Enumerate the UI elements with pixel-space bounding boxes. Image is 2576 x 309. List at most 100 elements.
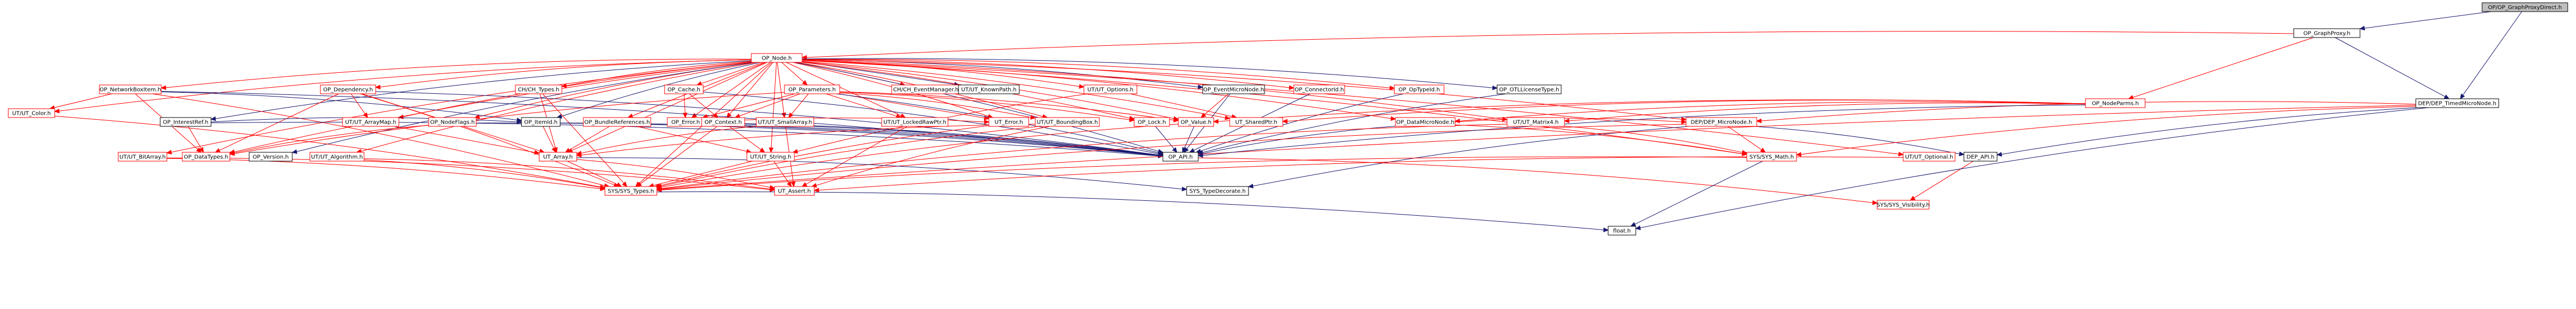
node-box: [751, 53, 803, 63]
edges-layer: [49, 11, 2522, 232]
node-string[interactable]: UT/UT_String.h: [746, 152, 795, 162]
node-algo[interactable]: UT/UT_Algorithm.h: [309, 152, 365, 162]
node-options[interactable]: UT/UT_Options.h: [1083, 84, 1137, 94]
node-otl[interactable]: OP_OTLLicenseType.h: [1497, 84, 1562, 94]
node-label: OP_GraphProxy.h: [2303, 31, 2350, 37]
node-depapi[interactable]: DEP_API.h: [1963, 152, 1998, 162]
node-cht[interactable]: CH/CH_Types.h: [515, 84, 562, 94]
node-box: [309, 152, 365, 162]
edge-params-to-bbox: [839, 92, 1036, 120]
node-lock[interactable]: OP_Lock.h: [1134, 117, 1170, 127]
node-evmn[interactable]: OP_EventMicroNode.h: [1202, 84, 1265, 94]
node-label: OP_ItemId.h: [524, 120, 557, 126]
node-box: [604, 186, 657, 196]
edge-cache-to-operr: [682, 93, 688, 119]
edge-line: [1204, 93, 1229, 115]
node-assert[interactable]: UT_Assert.h: [774, 186, 815, 196]
node-box: [774, 186, 815, 196]
node-box: [664, 84, 704, 94]
node-box: [1685, 117, 1757, 127]
node-box: [1608, 226, 1636, 236]
node-arraymap[interactable]: UT/UT_ArrayMap.h: [342, 117, 399, 127]
edge-line: [59, 59, 752, 111]
edge-line: [1800, 106, 2416, 155]
nodes-layer: OP/OP_GraphProxyDirect.hOP_GraphProxy.hD…: [8, 2, 2568, 236]
node-params[interactable]: OP_Parameters.h: [784, 84, 840, 94]
node-gp[interactable]: OP_GraphProxy.h: [2293, 28, 2361, 38]
node-bitarr[interactable]: UT/UT_BitArray.h: [118, 152, 167, 162]
edge-line: [839, 93, 985, 119]
node-opapi[interactable]: OP_API.h: [1162, 152, 1199, 162]
node-box: [1202, 84, 1265, 94]
edge-small-to-array: [576, 126, 757, 156]
edge-arrowhead: [1158, 152, 1164, 158]
node-value[interactable]: OP_Value.h: [1178, 117, 1214, 127]
edge-line: [703, 92, 1159, 154]
edge-line: [542, 126, 554, 149]
node-version[interactable]: OP_Version.h: [249, 152, 293, 162]
edge-opnp-to-datamn: [1454, 101, 2086, 124]
node-chev[interactable]: CH/CH_EventManager.h: [891, 84, 961, 94]
node-label: OP_Node.h: [762, 56, 792, 62]
node-uterr[interactable]: UT_Error.h: [988, 117, 1029, 127]
node-itemid[interactable]: OP_ItemId.h: [521, 117, 561, 127]
node-shared[interactable]: UT_SharedPtr.h: [1229, 117, 1283, 127]
node-mat4[interactable]: UT/UT_Matrix4.h: [1506, 117, 1565, 127]
node-netbox[interactable]: OP_NetworkBoxItem.h: [99, 84, 162, 94]
node-known[interactable]: UT/UT_KnownPath.h: [958, 84, 1020, 94]
edge-line: [802, 60, 1743, 154]
node-dep[interactable]: OP_Dependency.h: [320, 84, 376, 94]
node-connid[interactable]: OP_ConnectorId.h: [1293, 84, 1345, 94]
node-micro[interactable]: DEP/DEP_MicroNode.h: [1685, 117, 1757, 127]
node-interest[interactable]: OP_InterestRef.h: [160, 117, 212, 127]
edge-arrowhead: [1189, 148, 1195, 153]
edge-arrowhead: [1282, 119, 1288, 124]
node-sysmath[interactable]: SYS/SYS_Math.h: [1746, 152, 1797, 162]
node-label: OP_InterestRef.h: [163, 120, 208, 126]
edge-line: [364, 158, 771, 190]
node-optional[interactable]: UT/UT_Optional.h: [1903, 152, 1956, 162]
node-color[interactable]: UT/UT_Color.h: [8, 108, 55, 118]
edge-line: [581, 124, 1036, 156]
node-box: [1497, 84, 1562, 94]
node-optype[interactable]: OP_OpTypeId.h: [1394, 84, 1445, 94]
node-opnp[interactable]: OP_NodeParms.h: [2085, 98, 2146, 108]
node-bundle[interactable]: OP_BundleReferences.h: [583, 117, 651, 127]
node-dtm[interactable]: DEP/DEP_TimedMicroNode.h: [2415, 98, 2499, 108]
node-vis[interactable]: SYS/SYS_Visibility.h: [1877, 200, 1930, 210]
node-nodeflags[interactable]: OP_NodeFlags.h: [428, 117, 477, 127]
edge-opn-to-optype: [802, 58, 1395, 90]
node-label: UT/UT_Color.h: [12, 111, 51, 117]
node-systypes[interactable]: SYS/SYS_Types.h: [604, 186, 657, 196]
node-float[interactable]: float.h: [1608, 226, 1636, 236]
node-opn[interactable]: OP_Node.h: [751, 53, 803, 63]
node-dtypes[interactable]: OP_DataTypes.h: [182, 152, 230, 162]
node-locked[interactable]: UT/UT_LockedRawPtr.h: [881, 117, 949, 127]
edge-line: [364, 159, 601, 188]
edge-arrowhead: [1959, 151, 1965, 157]
node-typedec[interactable]: SYS_TypeDecorate.h: [1186, 186, 1249, 196]
node-box: [1506, 117, 1565, 127]
edge-dtm-to-float: [1635, 107, 2429, 231]
node-array[interactable]: UT_Array.h: [539, 152, 577, 162]
edge-opn-to-otl: [802, 58, 1498, 90]
edge-opn-to-string: [768, 62, 777, 153]
edge-arrowhead: [1247, 183, 1254, 189]
edge-arrowhead: [1872, 200, 1878, 205]
edge-arrowhead: [1173, 118, 1179, 122]
edge-arrowhead: [1225, 115, 1231, 120]
node-ctx[interactable]: OP_Context.h: [701, 117, 745, 127]
edge-arrowhead: [1898, 151, 1904, 157]
edge-line: [773, 161, 789, 183]
node-cache[interactable]: OP_Cache.h: [664, 84, 704, 94]
edge-arrowhead: [1909, 195, 1916, 201]
edge-arrowhead: [54, 109, 60, 114]
node-small[interactable]: UT/UT_SmallArray.h: [756, 117, 814, 127]
edge-cache-to-ctx: [689, 93, 719, 118]
edge-line: [576, 159, 771, 188]
node-operr[interactable]: OP_Error.h: [667, 117, 704, 127]
node-datamn[interactable]: OP_DataMicroNode.h: [1395, 117, 1456, 127]
node-bbox[interactable]: UT/UT_BoundingBox.h: [1035, 117, 1100, 127]
node-label: OP_Dependency.h: [323, 87, 373, 93]
edge-line: [1914, 161, 1974, 199]
